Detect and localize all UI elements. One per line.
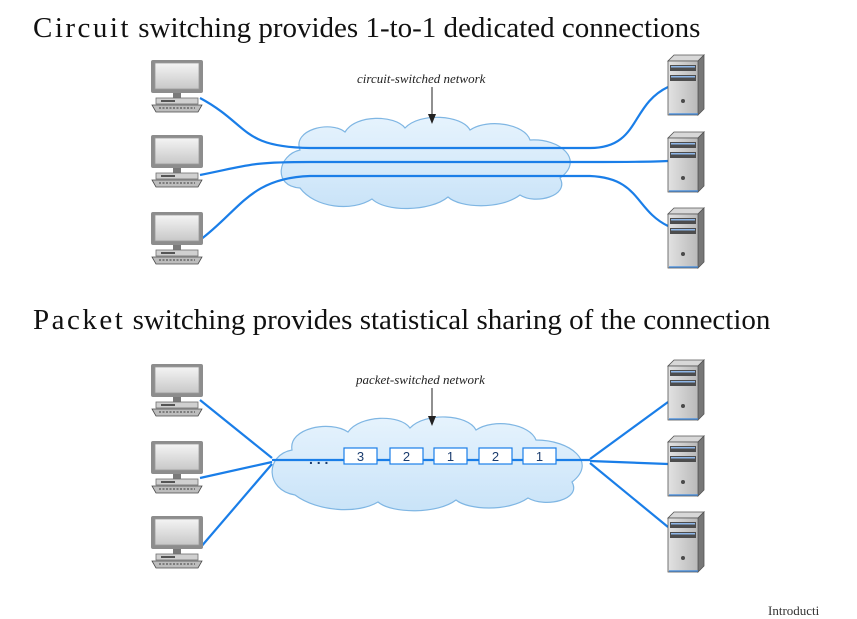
packet-ellipsis: . . . (309, 451, 328, 467)
packet-pointer-arrow (428, 388, 436, 426)
packet-link-in-2 (199, 460, 273, 480)
packet-number: 3 (357, 449, 364, 464)
packet-number: 2 (403, 449, 410, 464)
client-computer-icon (150, 440, 204, 494)
packet-box: 3 (343, 447, 378, 465)
client-computer-icon (150, 363, 204, 417)
packet-switching-heading: Packet switching provides statistical sh… (33, 304, 770, 337)
packet-heading-lead: Packet (33, 304, 126, 336)
circuit-link-1 (199, 86, 669, 150)
server-icon (667, 511, 705, 573)
packet-box: 2 (389, 447, 424, 465)
server-icon (667, 54, 705, 116)
packet-cloud-icon (271, 416, 583, 512)
packet-link-out-1 (589, 401, 669, 460)
packet-number: 1 (447, 449, 454, 464)
server-icon (667, 131, 705, 193)
client-computer-icon (150, 515, 204, 569)
circuit-network-label: circuit-switched network (357, 71, 486, 86)
packet-box: 1 (522, 447, 557, 465)
circuit-heading-rest: switching provides 1-to-1 dedicated conn… (131, 12, 701, 44)
circuit-heading-lead: Circuit (33, 12, 132, 44)
packet-heading-rest: switching provides statistical sharing o… (125, 304, 771, 336)
packet-link-in-1 (199, 399, 273, 459)
packet-box: 2 (478, 447, 513, 465)
circuit-switching-heading: Circuit switching provides 1-to-1 dedica… (33, 12, 700, 45)
circuit-pointer-arrow (428, 87, 436, 124)
packet-network-label: packet-switched network (356, 372, 485, 387)
packet-number: 1 (536, 449, 543, 464)
circuit-link-3 (199, 174, 669, 241)
packet-box: 1 (433, 447, 468, 465)
packet-link-out-2 (589, 459, 669, 466)
packet-number: 2 (492, 449, 499, 464)
client-computer-icon (150, 59, 204, 113)
circuit-link-2 (199, 159, 669, 177)
client-computer-icon (150, 134, 204, 188)
client-computer-icon (150, 211, 204, 265)
packet-link-out-3 (589, 462, 669, 528)
server-icon (667, 359, 705, 421)
server-icon (667, 435, 705, 497)
packet-link-in-3 (199, 463, 273, 549)
server-icon (667, 207, 705, 269)
